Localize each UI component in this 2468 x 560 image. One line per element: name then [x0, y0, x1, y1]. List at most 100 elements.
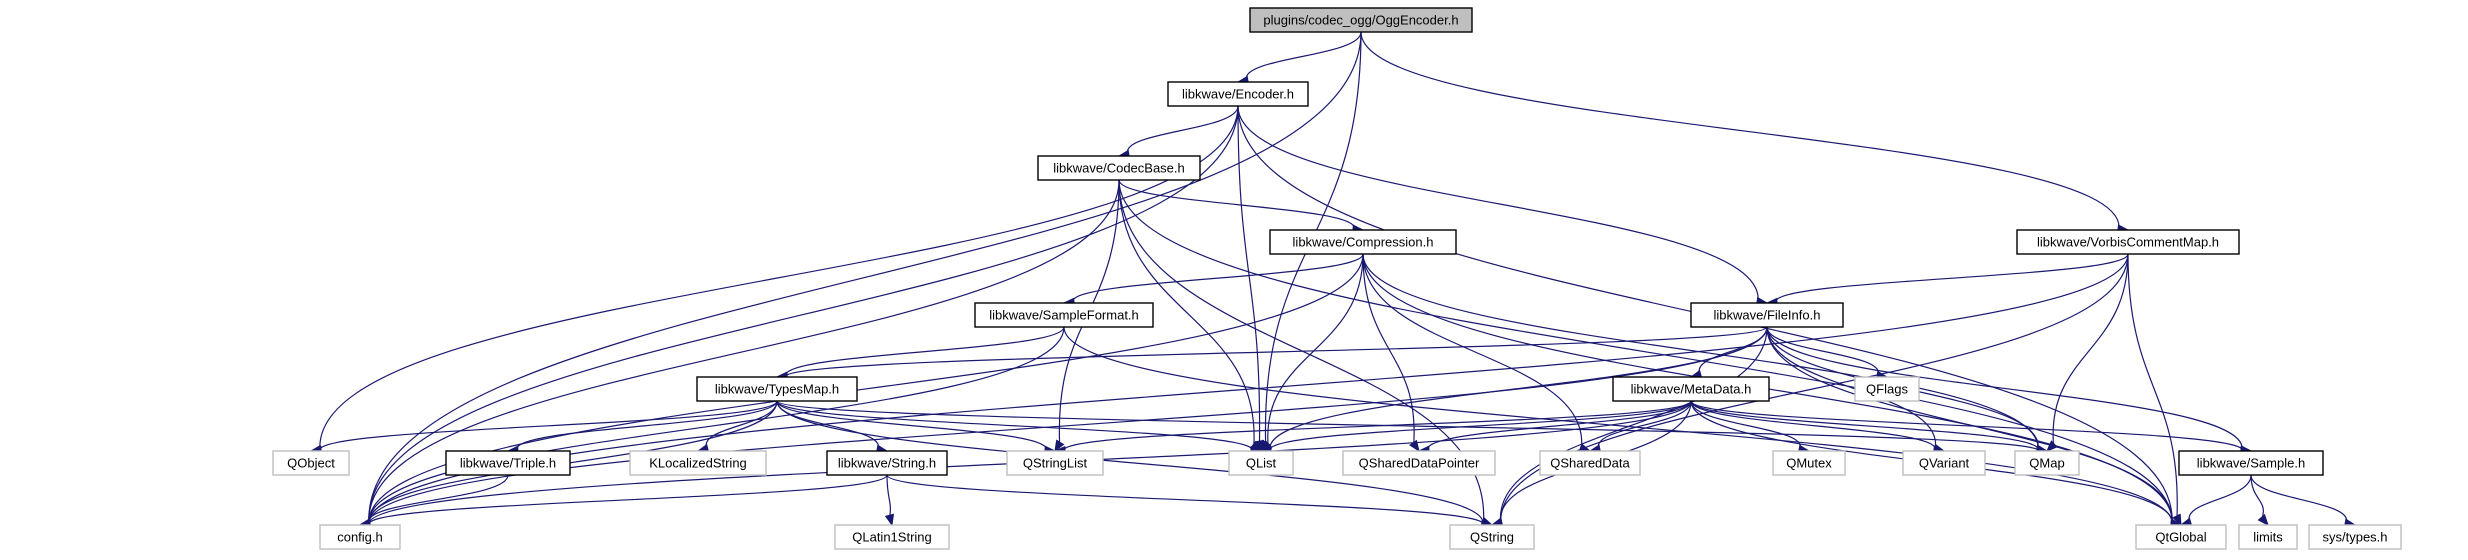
arrowhead — [2257, 513, 2269, 527]
node-label: libkwave/Encoder.h — [1182, 87, 1294, 102]
node-ql1s: QLatin1String — [834, 524, 950, 550]
node-box — [1690, 302, 1844, 328]
dependency-edge-str-to-qstr — [886, 474, 1494, 530]
node-box — [1342, 450, 1496, 476]
node-box — [1167, 81, 1309, 107]
dependency-edge-samp-to-qglob — [2179, 474, 2252, 527]
dependency-edge-tm-to-triple — [506, 400, 778, 455]
dependency-edge-sf-to-tm — [775, 326, 1065, 381]
node-qflags: QFlags — [1854, 376, 1920, 402]
node-label: QList — [1246, 456, 1277, 471]
node-box — [1249, 7, 1473, 33]
node-vcm[interactable]: libkwave/VorbisCommentMap.h — [2016, 229, 2240, 255]
node-label: QMap — [2029, 456, 2064, 471]
dependency-edge-comp-to-config — [358, 253, 1364, 529]
dependency-edge-ogg-to-vcm — [1360, 31, 2130, 234]
node-qstr: QString — [1449, 524, 1535, 550]
node-box — [2178, 450, 2324, 476]
dependency-edge-md-to-qmutex — [1690, 400, 1811, 454]
node-qsl: QStringList — [1006, 450, 1104, 476]
node-label: KLocalizedString — [649, 456, 747, 471]
dependency-edge-str-to-ql1s — [884, 474, 895, 527]
dependency-edge-vcm-to-qstr — [1490, 253, 2129, 528]
node-label: libkwave/VorbisCommentMap.h — [2037, 235, 2219, 250]
node-label: QVariant — [1919, 456, 1970, 471]
node-box — [834, 524, 950, 550]
node-label: libkwave/String.h — [838, 456, 936, 471]
node-box — [272, 450, 350, 476]
dependency-edge-vcm-to-fi — [1765, 253, 2129, 308]
node-qsdp: QSharedDataPointer — [1342, 450, 1496, 476]
arrowhead — [1054, 439, 1065, 453]
node-md[interactable]: libkwave/MetaData.h — [1612, 376, 1770, 402]
node-label: sys/types.h — [2322, 530, 2387, 545]
node-box — [1228, 450, 1294, 476]
dependency-edge-enc-to-cb — [1117, 105, 1239, 159]
node-box — [2016, 229, 2240, 255]
node-kls: KLocalizedString — [629, 450, 767, 476]
node-cb[interactable]: libkwave/CodecBase.h — [1037, 155, 1201, 181]
node-label: QStringList — [1023, 456, 1088, 471]
node-label: libkwave/Compression.h — [1293, 235, 1434, 250]
node-box — [974, 302, 1154, 328]
node-config: config.h — [319, 524, 401, 550]
node-box — [1902, 450, 1986, 476]
node-box — [1449, 524, 1535, 550]
node-tm[interactable]: libkwave/TypesMap.h — [696, 376, 858, 402]
file-nodes: plugins/codec_ogg/OggEncoder.h libkwave/E… — [272, 7, 2402, 550]
node-enc[interactable]: libkwave/Encoder.h — [1167, 81, 1309, 107]
node-qmutex: QMutex — [1772, 450, 1846, 476]
node-limits: limits — [2238, 524, 2298, 550]
node-box — [2238, 524, 2298, 550]
dependency-edge-samp-to-systy — [2250, 474, 2357, 528]
node-box — [1037, 155, 1201, 181]
node-label: limits — [2253, 530, 2283, 545]
node-box — [1772, 450, 1846, 476]
node-label: QObject — [287, 456, 335, 471]
node-samp[interactable]: libkwave/Sample.h — [2178, 450, 2324, 476]
dependency-edge-tm-to-qsl — [776, 400, 1057, 455]
node-ogg[interactable]: plugins/codec_ogg/OggEncoder.h — [1249, 7, 1473, 33]
dependency-edge-md-to-qsdp — [1417, 400, 1692, 455]
node-box — [1854, 376, 1920, 402]
node-qobj: QObject — [272, 450, 350, 476]
node-label: libkwave/CodecBase.h — [1053, 161, 1185, 176]
node-box — [2014, 450, 2080, 476]
node-label: libkwave/Sample.h — [2197, 456, 2305, 471]
arrowhead — [884, 513, 895, 527]
dependency-edge-enc-to-fi — [1237, 105, 1769, 307]
node-fi[interactable]: libkwave/FileInfo.h — [1690, 302, 1844, 328]
node-box — [826, 450, 948, 476]
node-comp[interactable]: libkwave/Compression.h — [1269, 229, 1457, 255]
node-label: libkwave/FileInfo.h — [1714, 308, 1821, 323]
node-qmap: QMap — [2014, 450, 2080, 476]
node-qglob: QtGlobal — [2135, 524, 2227, 550]
node-qvar: QVariant — [1902, 450, 1986, 476]
node-box — [1539, 450, 1641, 476]
node-box — [445, 450, 571, 476]
node-label: plugins/codec_ogg/OggEncoder.h — [1263, 13, 1458, 28]
arrowhead — [2172, 513, 2182, 527]
node-box — [2135, 524, 2227, 550]
dependency-edge-ogg-to-enc — [1236, 31, 1362, 85]
node-sf[interactable]: libkwave/SampleFormat.h — [974, 302, 1154, 328]
node-label: QSharedData — [1550, 456, 1630, 471]
dependency-edge-comp-to-qglob — [1362, 253, 2183, 529]
node-box — [696, 376, 858, 402]
node-label: libkwave/Triple.h — [460, 456, 556, 471]
dependency-edge-vcm-to-qglob — [2127, 253, 2182, 527]
dependency-edge-tm-to-qlist — [776, 400, 1263, 456]
node-box — [1269, 229, 1457, 255]
node-label: QFlags — [1866, 382, 1908, 397]
dependency-edge-samp-to-limits — [2250, 474, 2269, 527]
node-box — [1006, 450, 1104, 476]
node-label: QtGlobal — [2155, 530, 2206, 545]
node-label: libkwave/TypesMap.h — [715, 382, 839, 397]
node-label: QMutex — [1786, 456, 1832, 471]
node-box — [2308, 524, 2402, 550]
node-triple[interactable]: libkwave/Triple.h — [445, 450, 571, 476]
node-box — [319, 524, 401, 550]
node-str[interactable]: libkwave/String.h — [826, 450, 948, 476]
node-systy: sys/types.h — [2308, 524, 2402, 550]
